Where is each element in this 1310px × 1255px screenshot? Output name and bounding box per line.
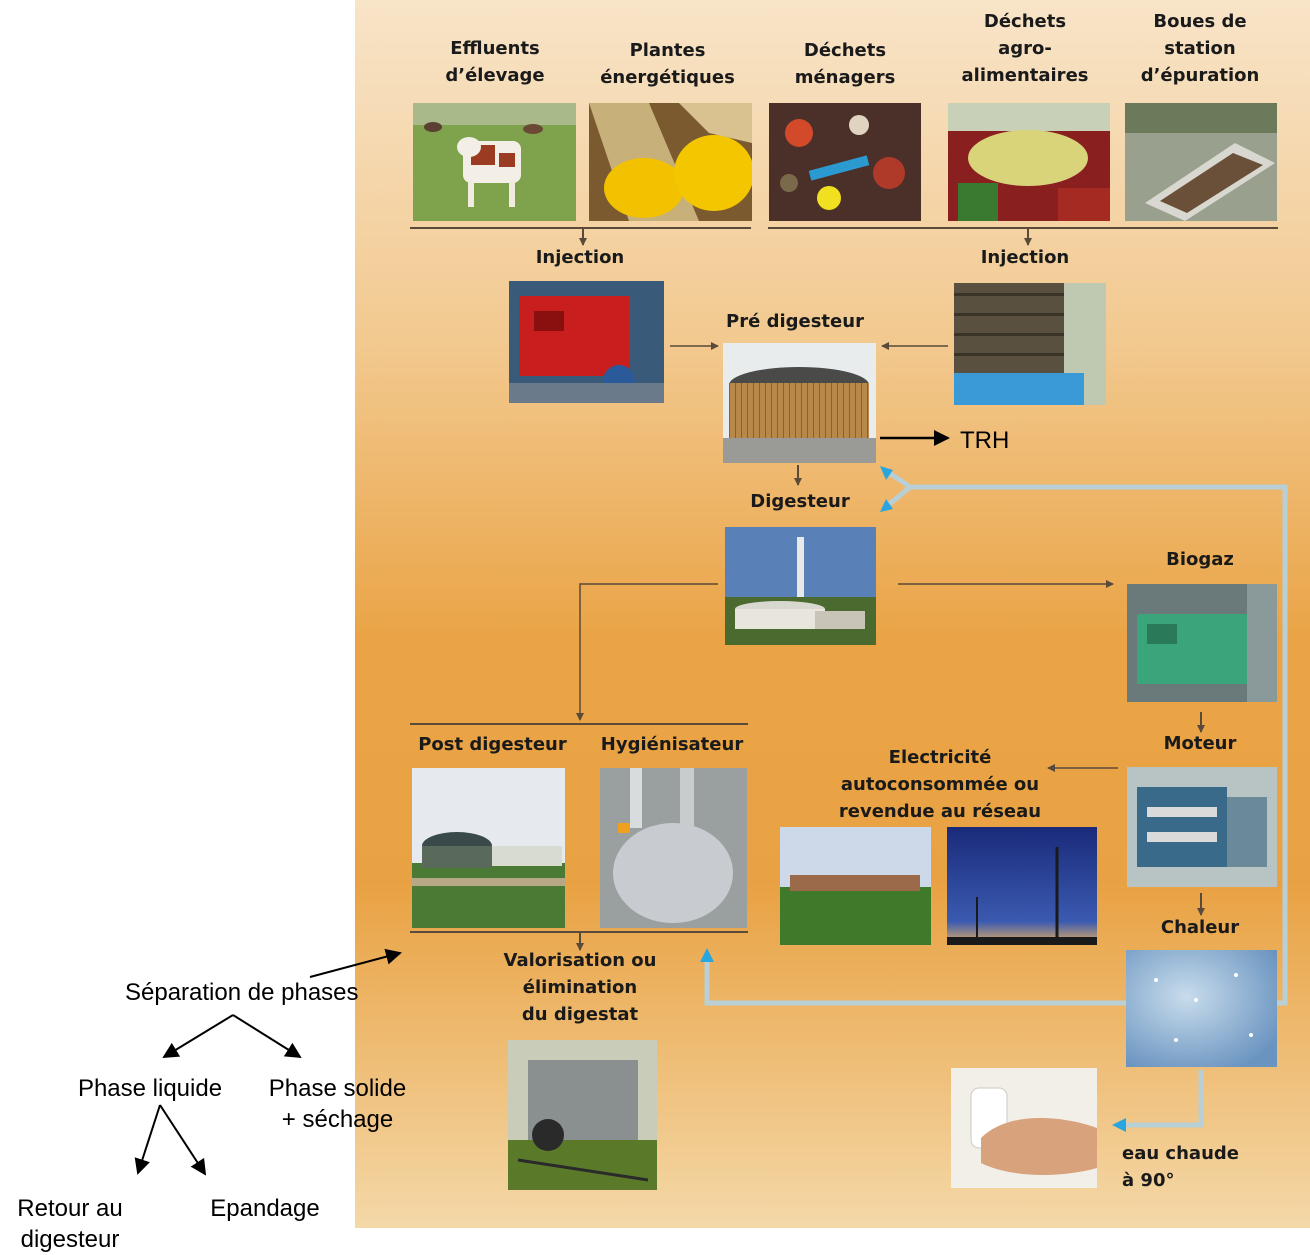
- photo-corn-cobs: [589, 103, 752, 221]
- photo-water-droplets: [1126, 950, 1277, 1067]
- trh-annotation: TRH: [960, 427, 1010, 454]
- heat-label: Chaleur: [1160, 917, 1240, 938]
- biogas-label: Biogaz: [1166, 549, 1234, 570]
- injection-right-label: Injection: [980, 247, 1070, 268]
- photo-electricity-field: [780, 827, 931, 945]
- spreading-annotation: Epandage: [210, 1195, 320, 1222]
- liquid-phase-annotation: Phase liquide: [77, 1075, 223, 1102]
- injection-left-label: Injection: [535, 247, 625, 268]
- photo-injection-tank: [954, 283, 1106, 405]
- return-to-digester-annotation: Retour au digesteur: [17, 1195, 123, 1253]
- post-digester-label: Post digesteur: [418, 734, 567, 755]
- solid-phase-annotation: Phase solide + séchage: [268, 1075, 407, 1133]
- engine-label: Moteur: [1163, 733, 1237, 754]
- source-label-livestock: Effluents d’élevage: [445, 38, 545, 86]
- source-label-agrifood-waste: Déchets agro- alimentaires: [961, 11, 1089, 86]
- phase-separation-annotation: Séparation de phases: [125, 979, 359, 1006]
- photo-engine-room: [1127, 767, 1277, 887]
- hygienizer-label: Hygiénisateur: [600, 734, 744, 755]
- photo-food-industry-waste: [948, 103, 1110, 221]
- photo-post-digester: [412, 768, 565, 928]
- photo-sewage-sludge-bed: [1125, 103, 1277, 221]
- electricity-label: Electricité autoconsommée ou revendue au…: [838, 747, 1042, 822]
- source-label-household-waste: Déchets ménagers: [794, 40, 896, 88]
- photo-power-lines: [947, 827, 1097, 945]
- digester-label: Digesteur: [750, 491, 850, 512]
- photo-hygienizer-vessel: [600, 768, 747, 928]
- hot-water-label: eau chaude à 90°: [1122, 1143, 1239, 1191]
- photo-injection-pump: [509, 281, 664, 403]
- photo-digestate-spreading: [508, 1040, 657, 1190]
- source-label-energy-crops: Plantes énergétiques: [600, 40, 735, 88]
- photo-pre-digester-tank: [723, 343, 876, 463]
- pre-digester-label: Pré digesteur: [726, 311, 864, 332]
- photo-hand-on-radiator-valve: [951, 1068, 1097, 1188]
- photo-digester-plant: [725, 527, 876, 645]
- digestate-label: Valorisation ou élimination du digestat: [503, 950, 657, 1025]
- photo-biogas-unit: [1127, 584, 1277, 702]
- source-label-sewage-sludge: Boues de station d’épuration: [1140, 11, 1260, 86]
- photo-household-waste: [769, 103, 921, 221]
- photo-cow-in-pasture: [413, 103, 576, 221]
